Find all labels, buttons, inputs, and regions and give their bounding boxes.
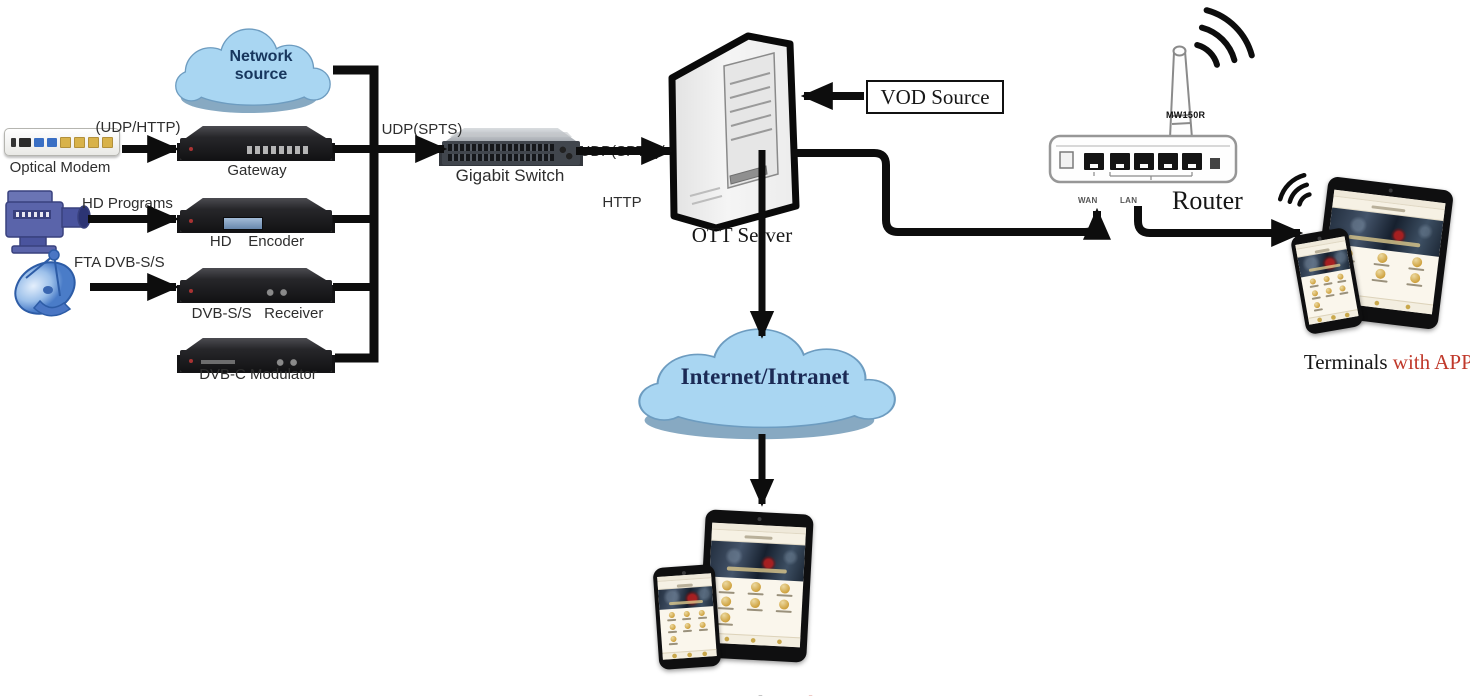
app-icon <box>1397 271 1433 288</box>
optical-modem-label: Optical Modem <box>9 159 111 176</box>
internet-label: Internet/Intranet <box>680 364 850 389</box>
app-tab-bar <box>662 649 717 660</box>
app-icon <box>1335 284 1350 296</box>
router-device <box>1048 45 1238 184</box>
modem-wan-port <box>47 137 57 147</box>
modem-power-led <box>11 137 16 147</box>
phone-app-screen <box>657 573 717 660</box>
network-source-label: Network source <box>229 48 293 83</box>
fta-dvb-label: FTA DVB-S/S <box>74 254 165 271</box>
app-icon <box>695 621 711 632</box>
app-icon <box>680 622 696 633</box>
gigabit-switch-label: Gigabit Switch <box>455 166 565 185</box>
app-icon <box>1305 277 1320 289</box>
tablet-app-screen <box>705 522 807 648</box>
optical-modem-device <box>4 128 120 156</box>
modem-wan-port <box>34 137 44 147</box>
switch-port-row <box>448 144 554 151</box>
app-icon <box>664 623 680 634</box>
app-icon-grid <box>659 606 715 646</box>
app-movie-banner <box>658 586 714 610</box>
app-icon <box>665 635 681 646</box>
app-icon <box>1321 287 1336 298</box>
router-model-label: MW150R <box>1166 110 1206 120</box>
app-icon <box>679 610 695 621</box>
dvbs-receiver-device <box>180 280 332 302</box>
app-icon <box>1308 289 1323 300</box>
modem-lan-port <box>88 136 99 148</box>
encoder-lcd <box>222 216 263 230</box>
app-movie-banner <box>709 540 806 582</box>
vod-source-box: VOD Source <box>866 80 1004 114</box>
udp-http-label: (UDP/HTTP) <box>95 119 181 136</box>
hd-programs-label: HD Programs <box>82 195 173 212</box>
app-icon-grid <box>707 577 803 630</box>
app-tab-bar <box>1308 309 1359 325</box>
router-label: Router <box>1172 186 1243 215</box>
ott-server-label: OTT Server <box>691 223 793 247</box>
modulator-text <box>201 359 236 364</box>
dvbc-modulator-device <box>180 350 332 372</box>
router-wan-label: WAN <box>1078 196 1098 205</box>
modulator-connectors <box>274 357 303 367</box>
network-source-cloud <box>175 28 331 113</box>
terminals-right-label: Terminals with APP <box>1303 350 1470 375</box>
switch-uplink-ports <box>558 145 574 161</box>
app-icon <box>694 609 710 620</box>
app-icon <box>1399 255 1435 272</box>
app-icon <box>1362 267 1398 284</box>
app-icon <box>770 583 799 597</box>
router-lan-label: LAN <box>1120 196 1138 205</box>
app-icon <box>664 611 680 622</box>
terminals-bottom-label: Terminals with APP <box>638 666 888 696</box>
switch-port-row <box>448 154 554 161</box>
tablet-camera <box>1388 188 1393 193</box>
hd-encoder-device <box>180 210 332 232</box>
app-icon <box>769 599 798 613</box>
phone-bottom <box>652 563 722 671</box>
app-tab-bar <box>705 632 801 648</box>
gateway-label: Gateway <box>227 162 287 179</box>
app-icon <box>741 581 770 596</box>
gigabit-switch-device <box>442 141 580 165</box>
satellite-dish-icon <box>14 249 76 317</box>
internet-cloud <box>638 328 896 440</box>
receiver-connectors <box>263 287 292 297</box>
modem-port <box>19 137 31 147</box>
modem-lan-port <box>60 136 71 148</box>
udp-spts-label: UDP(SPTS) <box>381 121 463 138</box>
ott-server-device <box>668 32 800 232</box>
gateway-ports <box>246 146 311 155</box>
gateway-device <box>180 138 332 160</box>
dvbs-receiver-label: DVB-S/S Receiver <box>191 305 324 322</box>
udp-spts-http-label: UDP(SPTS)/ HTTP <box>579 142 665 212</box>
app-icon <box>1319 275 1334 286</box>
tablet-camera <box>757 516 762 522</box>
app-icon <box>713 580 742 594</box>
app-icon <box>740 597 769 612</box>
dvbc-modulator-label: DVB-C Modulator <box>199 366 317 383</box>
hd-camera-icon <box>5 190 91 254</box>
modem-lan-port <box>102 136 113 148</box>
hd-encoder-label: HD Encoder <box>209 233 305 250</box>
app-icon <box>1333 272 1348 284</box>
app-icon <box>1310 301 1325 312</box>
phone-app-screen <box>1295 236 1359 325</box>
app-icon <box>1364 251 1400 268</box>
modem-lan-port <box>74 136 85 148</box>
